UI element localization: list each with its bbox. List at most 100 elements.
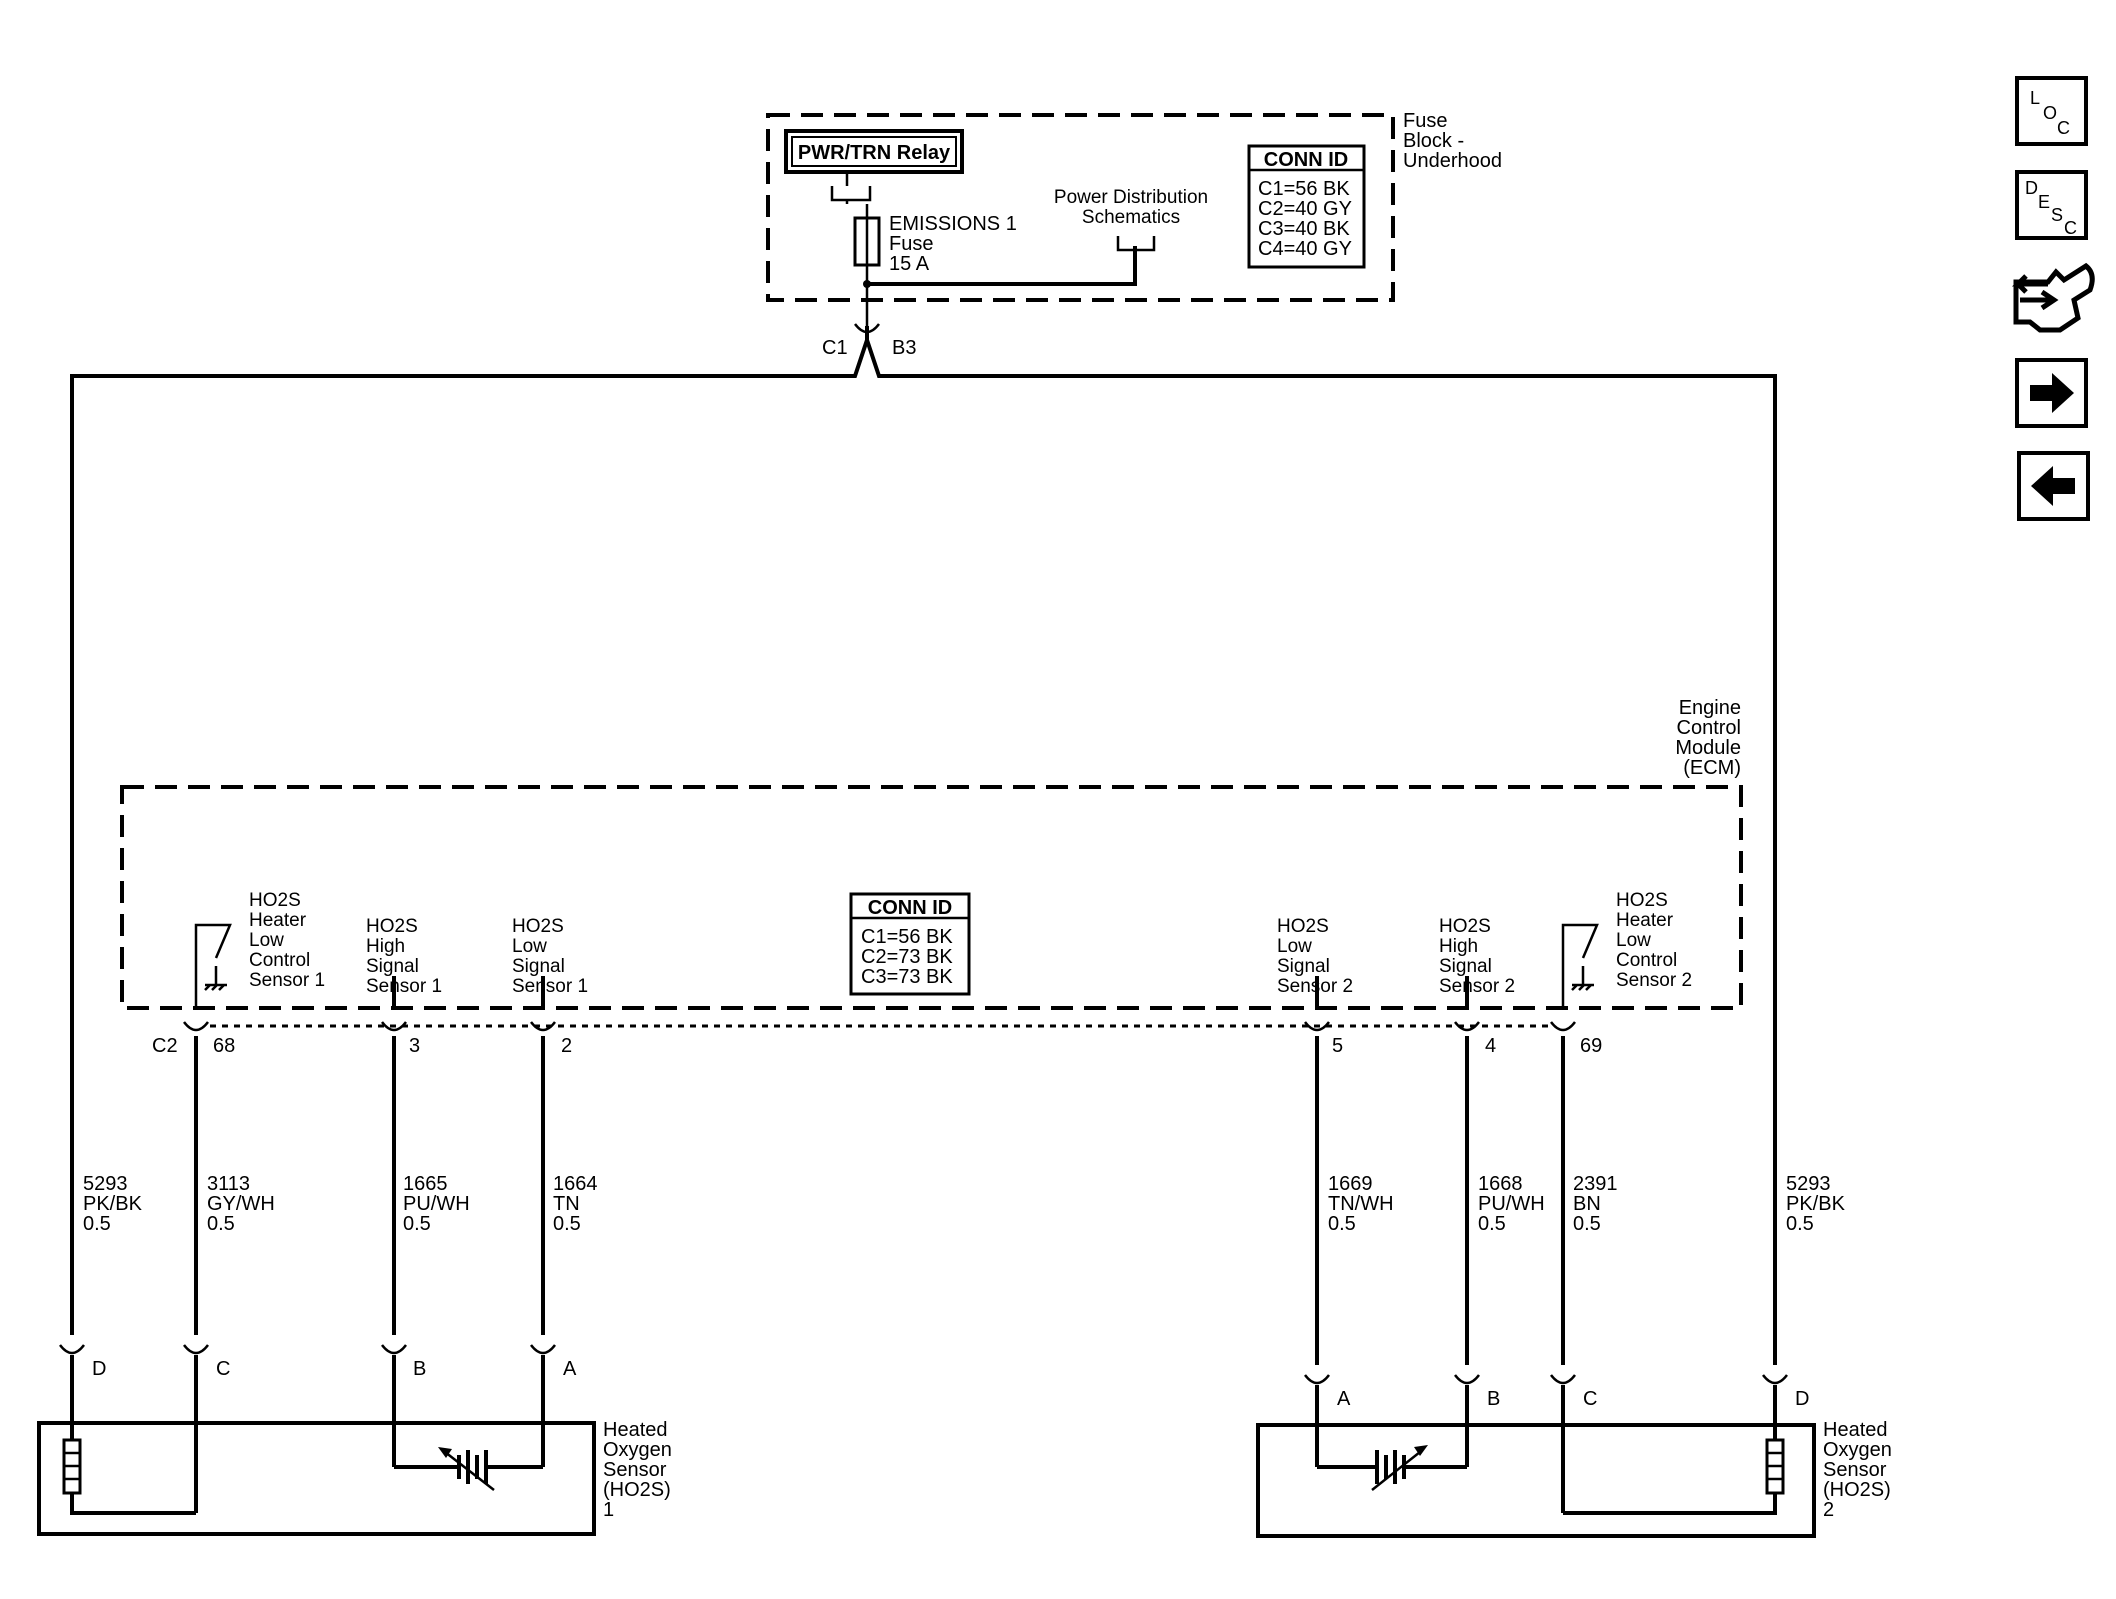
sensor2-name-1: Heated — [1823, 1419, 1888, 1441]
svg-text:Control: Control — [249, 950, 310, 971]
svg-text:C: C — [2064, 218, 2077, 238]
fuse-block-outline — [766, 113, 1395, 302]
fuse-block-conn-id-title: CONN ID — [1264, 149, 1348, 171]
sensor1-pin-d: D — [92, 1358, 106, 1380]
wire-labels: 5293 PK/BK 0.5 3113 GY/WH 0.5 1665 PU/WH… — [83, 1173, 1846, 1235]
sensor2-pin-a: A — [1337, 1388, 1351, 1410]
fuse-block-name-3: Underhood — [1403, 150, 1502, 172]
sensor2-name-4: (HO2S) — [1823, 1479, 1891, 1501]
svg-text:HO2S: HO2S — [1277, 916, 1329, 937]
ecm-conn-id-box — [849, 892, 971, 996]
svg-text:E: E — [2038, 192, 2050, 212]
sensor2-connector-icons — [1304, 1374, 1788, 1385]
svg-text:1665: 1665 — [403, 1173, 448, 1195]
ecm-name-1: Engine — [1679, 697, 1741, 719]
heated-oxygen-sensor-1: D C B A Heated Oxygen Sensor (HO2S) 1 — [37, 1344, 672, 1536]
svg-text:2391: 2391 — [1573, 1173, 1618, 1195]
sensor1-name-2: Oxygen — [603, 1439, 672, 1461]
fuse-block-connector-label: C1 — [822, 337, 848, 359]
sensor1-oxygen-cell-icon — [438, 1447, 495, 1491]
svg-text:TN/WH: TN/WH — [1328, 1193, 1394, 1215]
sensor2-name-2: Oxygen — [1823, 1439, 1892, 1461]
svg-text:HO2S: HO2S — [512, 916, 564, 937]
sensor1-name-3: Sensor — [603, 1459, 667, 1481]
ecm-pin-68: 68 — [213, 1035, 235, 1057]
sensor1-pin-b: B — [413, 1358, 426, 1380]
svg-text:HO2S: HO2S — [1439, 916, 1491, 937]
svg-text:0.5: 0.5 — [553, 1213, 581, 1235]
svg-text:S: S — [2051, 205, 2063, 225]
svg-text:1669: 1669 — [1328, 1173, 1373, 1195]
svg-text:Signal: Signal — [366, 956, 419, 977]
svg-text:Sensor 1: Sensor 1 — [512, 976, 588, 997]
svg-text:HO2S: HO2S — [1616, 890, 1668, 911]
ecm-pin-5: 5 — [1332, 1035, 1343, 1057]
fuse-label-1: EMISSIONS 1 — [889, 213, 1017, 235]
svg-text:Sensor 1: Sensor 1 — [249, 970, 325, 991]
wire-label-5293-left: 5293 PK/BK 0.5 — [83, 1173, 143, 1235]
svg-text:PK/BK: PK/BK — [83, 1193, 143, 1215]
svg-text:PU/WH: PU/WH — [1478, 1193, 1545, 1215]
sensor2-pin-d: D — [1795, 1388, 1809, 1410]
fuse-block-name-1: Fuse — [1403, 110, 1447, 132]
svg-text:O: O — [2043, 103, 2057, 123]
sensor1-name-1: Heated — [603, 1419, 668, 1441]
svg-text:5293: 5293 — [1786, 1173, 1831, 1195]
fuse-label-2: Fuse — [889, 233, 933, 255]
svg-text:1664: 1664 — [553, 1173, 598, 1195]
svg-text:BN: BN — [1573, 1193, 1601, 1215]
loc-button[interactable]: L O C — [2015, 76, 2088, 146]
sensor1-pin-a: A — [563, 1358, 577, 1380]
wire-label-1665: 1665 PU/WH 0.5 — [403, 1173, 470, 1235]
svg-text:3113: 3113 — [207, 1173, 250, 1195]
wire-label-1668: 1668 PU/WH 0.5 — [1478, 1173, 1545, 1235]
sensor2-name-3: Sensor — [1823, 1459, 1887, 1481]
svg-text:Heater: Heater — [1616, 910, 1674, 931]
sensor1-name-4: (HO2S) — [603, 1479, 671, 1501]
svg-text:TN: TN — [553, 1193, 580, 1215]
svg-text:0.5: 0.5 — [1573, 1213, 1601, 1235]
svg-text:Control: Control — [1616, 950, 1677, 971]
fuse-block-conn-4: C4=40 GY — [1258, 238, 1352, 260]
sensor1-pin-c: C — [216, 1358, 230, 1380]
svg-text:Signal: Signal — [1439, 956, 1492, 977]
svg-text:Low: Low — [249, 930, 284, 951]
ecm-function-high-signal-sensor2: HO2S High Signal Sensor 2 — [1439, 916, 1515, 997]
svg-text:Signal: Signal — [512, 956, 565, 977]
sensor2-pin-c: C — [1583, 1388, 1597, 1410]
fuse-block-conn-1: C1=56 BK — [1258, 178, 1350, 200]
desc-button[interactable]: D E S C — [2015, 170, 2088, 240]
svg-text:Low: Low — [1277, 936, 1312, 957]
ecm-pin-4: 4 — [1485, 1035, 1496, 1057]
svg-text:GY/WH: GY/WH — [207, 1193, 275, 1215]
next-arrow-button[interactable] — [2015, 358, 2088, 428]
svg-text:PK/BK: PK/BK — [1786, 1193, 1846, 1215]
ecm-pin-69: 69 — [1580, 1035, 1602, 1057]
svg-text:High: High — [1439, 936, 1478, 957]
sensor1-name-5: 1 — [603, 1499, 614, 1521]
wire-5293-sensor2-feed — [865, 339, 1777, 1335]
previous-arrow-button[interactable] — [2017, 451, 2090, 521]
ecm-function-heater-sensor2: HO2S Heater Low Control Sensor 2 — [1616, 890, 1692, 991]
svg-text:PU/WH: PU/WH — [403, 1193, 470, 1215]
ecm-function-high-signal-sensor1: HO2S High Signal Sensor 1 — [366, 916, 442, 997]
sensor2-oxygen-cell-icon — [1371, 1445, 1428, 1491]
ecm-conn-1: C1=56 BK — [861, 926, 953, 948]
ecm-function-low-signal-sensor2: HO2S Low Signal Sensor 2 — [1277, 916, 1353, 997]
fuse-block-pin-label: B3 — [892, 337, 916, 359]
svg-text:C: C — [2057, 118, 2070, 138]
power-distribution-label-2[interactable]: Schematics — [1082, 207, 1180, 228]
connector-end-view-icon[interactable] — [2011, 262, 2095, 333]
wire-5293-sensor1-feed — [70, 326, 869, 1335]
sensor1-connector-icons — [59, 1344, 556, 1355]
ecm-connector-label: C2 — [152, 1035, 178, 1057]
power-distribution-label-1[interactable]: Power Distribution — [1054, 187, 1208, 208]
sensor1-body — [37, 1421, 596, 1536]
svg-text:Sensor 2: Sensor 2 — [1277, 976, 1353, 997]
previous-arrow-icon — [2031, 466, 2075, 506]
ecm-conn-3: C3=73 BK — [861, 966, 953, 988]
svg-text:0.5: 0.5 — [83, 1213, 111, 1235]
power-feed-wires — [70, 326, 1777, 1335]
fuse-block-underhood: PWR/TRN Relay EMISSIONS 1 Fuse 15 A Powe… — [766, 110, 1502, 359]
